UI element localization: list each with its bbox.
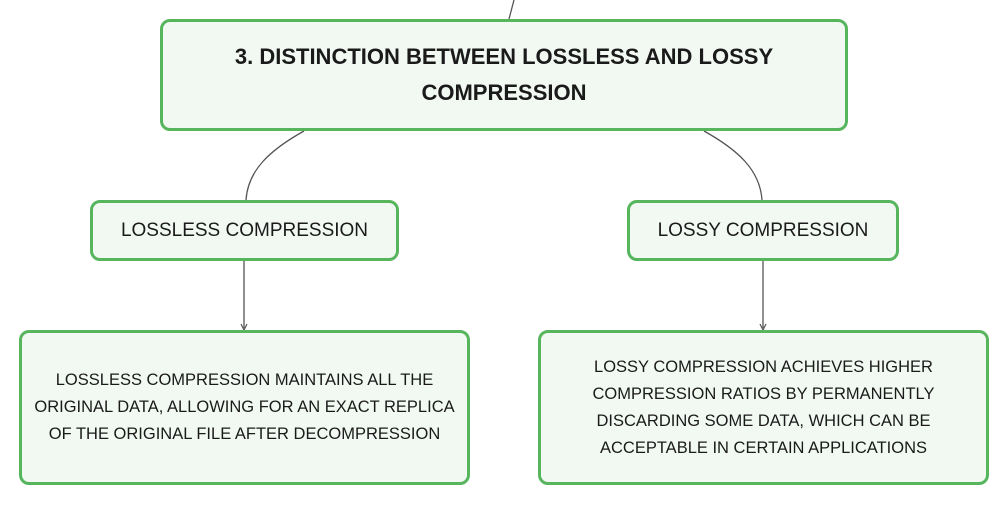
main-topic-node[interactable]: 3. DISTINCTION BETWEEN LOSSLESS AND LOSS…: [160, 19, 848, 131]
lossless-description-node[interactable]: LOSSLESS COMPRESSION MAINTAINS ALL THE O…: [19, 330, 470, 485]
lossless-compression-label: LOSSLESS COMPRESSION: [120, 219, 369, 241]
lossy-compression-label: LOSSY COMPRESSION: [657, 219, 869, 241]
connector-main-to-lossy: [703, 130, 763, 201]
main-topic-title: 3. DISTINCTION BETWEEN LOSSLESS AND LOSS…: [234, 44, 774, 105]
lossless-compression-node[interactable]: LOSSLESS COMPRESSION: [90, 200, 399, 261]
lossless-description-text: LOSSLESS COMPRESSION MAINTAINS ALL THE O…: [34, 371, 455, 443]
connector-to-parent: [508, 0, 515, 20]
lossy-description-node[interactable]: LOSSY COMPRESSION ACHIEVES HIGHER COMPRE…: [538, 330, 989, 485]
lossy-compression-node[interactable]: LOSSY COMPRESSION: [627, 200, 899, 261]
connector-main-to-lossless: [245, 130, 305, 201]
lossy-description-text: LOSSY COMPRESSION ACHIEVES HIGHER COMPRE…: [592, 357, 935, 457]
